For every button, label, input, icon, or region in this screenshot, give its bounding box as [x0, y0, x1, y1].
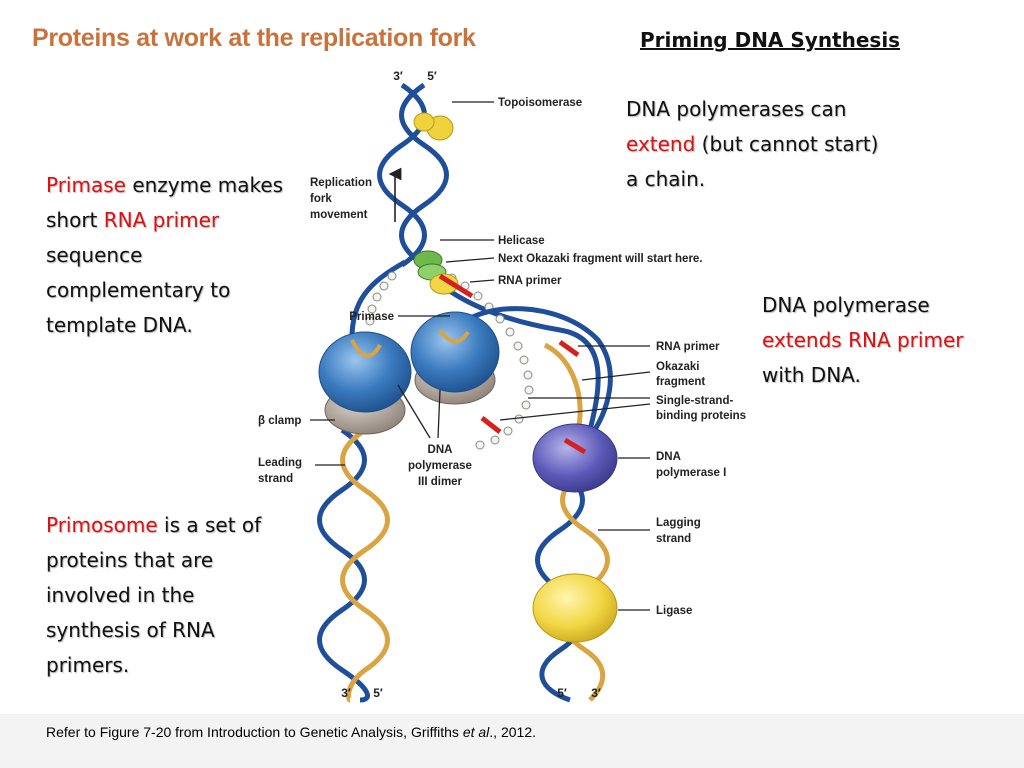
callout-text: is a set of proteins that are involved i…: [46, 513, 262, 677]
callout-highlight: RNA primer: [103, 208, 220, 232]
label-ssb: Single-strand-: [656, 395, 733, 407]
label-replication: Replication: [310, 177, 372, 189]
label-okazaki: fragment: [656, 376, 705, 388]
label-lagging-strand: Lagging: [656, 517, 701, 529]
callout-polymerase-extend: DNA polymerases can extend (but cannot s…: [626, 92, 986, 197]
ligase: [532, 573, 618, 643]
label-beta-clamp: β clamp: [258, 415, 301, 427]
label-leading-strand: strand: [258, 473, 293, 485]
figure-title: Proteins at work at the replication fork: [32, 24, 476, 52]
dna-polymerase-iii: [318, 311, 500, 413]
end-label: 3′: [393, 69, 403, 83]
lagging-template-arm: [418, 263, 601, 431]
footer-citation: Refer to Figure 7-20 from Introduction t…: [46, 724, 536, 740]
label-ssb: binding proteins: [656, 410, 746, 422]
callout-primosome: Primosome is a set of proteins that are …: [46, 508, 276, 683]
callout-highlight: Primase: [46, 173, 126, 197]
label-topoisomerase: Topoisomerase: [498, 97, 582, 109]
end-label: 5′: [557, 686, 567, 700]
leading-duplex: [317, 427, 390, 703]
leading-template-arm: [349, 259, 407, 346]
label-okazaki: Okazaki: [656, 361, 699, 373]
callout-text: DNA polymerases can: [626, 97, 847, 121]
callout-text: (but cannot start): [701, 132, 879, 156]
topoisomerase: [413, 112, 454, 141]
ssb-beads: [365, 265, 534, 450]
callout-highlight: Primosome: [46, 513, 158, 537]
label-replication: movement: [310, 209, 368, 221]
label-pol3: polymerase: [408, 460, 472, 472]
callout-extends-primer: DNA polymerase extends RNA primer with D…: [762, 288, 1002, 393]
callout-text: enzyme makes short: [46, 173, 284, 232]
label-pol3: DNA: [428, 444, 453, 456]
label-next-okazaki: Next Okazaki fragment will start here.: [498, 253, 703, 265]
label-ligase: Ligase: [656, 605, 692, 617]
label-helicase: Helicase: [498, 235, 545, 247]
callout-text: DNA polymerase: [762, 293, 930, 317]
label-rna-primer: RNA primer: [656, 341, 720, 353]
citation-text: ., 2012.: [489, 724, 536, 740]
slide-heading: Priming DNA Synthesis: [640, 28, 901, 52]
callout-primase: Primase enzyme makes short RNA primer se…: [46, 168, 296, 343]
okazaki-fragment: [543, 342, 583, 431]
callout-text: sequence complementary to template DNA.: [46, 243, 231, 337]
end-label: 3′: [341, 686, 351, 700]
primer-being-removed: [563, 437, 587, 455]
end-label: 5′: [373, 686, 383, 700]
label-pol1: polymerase I: [656, 467, 726, 479]
rna-primer-mark: [558, 339, 580, 358]
callout-text: with DNA.: [762, 363, 861, 387]
label-pol1: DNA: [656, 451, 681, 463]
end-label: 5′: [427, 69, 437, 83]
callout-highlight: extend: [626, 132, 696, 156]
parental-helix: [377, 82, 449, 268]
end-label: 3′: [591, 686, 601, 700]
callout-text: a chain.: [626, 167, 706, 191]
rna-primer-mark-2: [480, 416, 502, 434]
label-pol3: III dimer: [418, 476, 463, 488]
citation-italic: et al: [462, 724, 490, 740]
dna-polymerase-i: [532, 423, 618, 493]
replication-fork-diagram: 3′ 5′ 3′ 5′ 5′ 3′ Topoisomerase: [258, 69, 746, 703]
helix-strand-b: [399, 82, 449, 268]
leader-lines: [310, 101, 651, 611]
label-primase: Primase: [349, 311, 394, 323]
citation-text: Refer to Figure 7-20 from Introduction t…: [46, 724, 463, 740]
label-rna-primer-top: RNA primer: [498, 275, 562, 287]
label-lagging-strand: strand: [656, 533, 691, 545]
label-replication: fork: [310, 193, 332, 205]
lagging-loop: [453, 306, 613, 442]
label-leading-strand: Leading: [258, 457, 302, 469]
footer-bar: [0, 714, 1024, 768]
primase-enzyme: [429, 273, 474, 299]
callout-highlight: extends RNA primer: [762, 328, 964, 352]
